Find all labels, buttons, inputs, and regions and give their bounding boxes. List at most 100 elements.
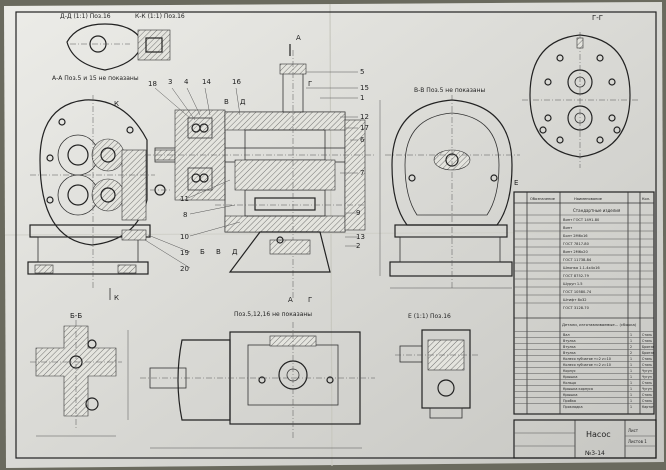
pos-12: 12 xyxy=(360,113,369,121)
pos-3: 3 xyxy=(168,78,172,86)
view-gg-label: Г-Г xyxy=(592,14,603,22)
drawing-frame xyxy=(15,11,657,459)
section-mark-g-top: Г xyxy=(308,80,312,88)
bom-part-qty: 1 xyxy=(630,399,632,403)
pos-1: 1 xyxy=(360,94,364,102)
view-vv-label: В-В Поз.5 не показаны xyxy=(414,87,486,94)
bom-part-material: Сталь xyxy=(642,339,652,343)
bom-part-qty: 1 xyxy=(630,405,632,409)
view-aa: А-А Поз.5 и 15 не показаны К К xyxy=(27,75,155,302)
bom-part-material: Картон xyxy=(642,405,654,409)
title-sheet: Лист xyxy=(628,428,639,433)
view-aa-label: А-А Поз.5 и 15 не показаны xyxy=(52,75,139,82)
bom-part-qty: 2 xyxy=(630,345,632,349)
pos-20: 20 xyxy=(180,265,189,273)
bom-standard-row: ГОСТ 11738-84 xyxy=(563,258,592,262)
bom-part-name: Крышка xyxy=(563,375,577,379)
bom-part-name: Пробка xyxy=(563,399,576,403)
bom-standard-row: ГОСТ 7817-80 xyxy=(563,242,590,246)
section-mark-e: Е xyxy=(514,179,518,187)
bom-part-name: Крышка корпуса xyxy=(563,387,593,391)
bom-part-qty: 1 xyxy=(630,369,632,373)
section-mark-a-top: А xyxy=(296,34,301,42)
view-bottom-center-label: Поз.5,12,16 не показаны xyxy=(234,311,312,318)
view-gg: Г-Г xyxy=(522,14,640,168)
bom-part-qty: 1 xyxy=(630,363,632,367)
pos-14: 14 xyxy=(202,78,211,86)
title-block: Насос №3-14 Лист Листов 1 xyxy=(513,419,657,459)
bom-part-name: Корпус xyxy=(563,369,576,373)
pos-5: 5 xyxy=(360,68,364,76)
pos-13: 13 xyxy=(356,233,365,241)
view-bb: Б-Б xyxy=(30,312,129,437)
bom-header-name: Наименование xyxy=(574,197,603,201)
view-ee: Е (1:1) Поз.16 xyxy=(395,313,480,419)
pos-4: 4 xyxy=(184,78,189,86)
title-name: Насос xyxy=(586,430,611,439)
pos-10: 10 xyxy=(180,233,189,241)
view-kk-label: К-К (1:1) Поз.16 xyxy=(135,13,185,20)
view-kk: К-К (1:1) Поз.16 xyxy=(135,13,185,61)
bom-header-designation: Обозначение xyxy=(530,197,556,201)
bom-part-qty: 1 xyxy=(630,381,632,385)
view-bottom-center: Поз.5,12,16 не показаны xyxy=(140,311,375,449)
bom-standard-row: Винт 2М6х20 xyxy=(563,250,588,254)
bom-standard-row: ГОСТ 8752-79 xyxy=(563,274,590,278)
bom-part-name: Втулка xyxy=(563,345,576,349)
title-doc-number: №3-14 xyxy=(585,450,605,457)
bom-part-qty: 1 xyxy=(630,375,632,379)
section-mark-k-bottom: К xyxy=(114,294,119,302)
bom-part-name: Колесо зубчатое т=2 z=10 xyxy=(563,357,611,361)
pos-19: 19 xyxy=(180,249,189,257)
pos-15: 15 xyxy=(360,84,369,92)
main-section: А А Г Б В Д В Д Г 18 3 4 14 16 5 15 xyxy=(144,34,375,304)
bom-section-standard: Стандартные изделия xyxy=(573,208,621,213)
bom-part-name: Втулка xyxy=(563,351,576,355)
section-mark-v-bottom: В xyxy=(216,248,221,256)
bom-standard-row: Шпонка 1.1-4х4х16 xyxy=(563,266,600,270)
pos-7: 7 xyxy=(360,169,364,177)
section-mark-a-bottom: А xyxy=(288,296,293,304)
bom-standard-row: Болт 2М6х16 xyxy=(563,234,588,238)
bom-part-material: Чугун xyxy=(642,375,652,379)
section-mark-k-top: К xyxy=(114,100,119,108)
view-bb-label: Б-Б xyxy=(70,312,82,320)
bom-part-name: Прокладка xyxy=(563,405,583,409)
bom-part-material: Чугун xyxy=(642,369,652,373)
pos-11: 11 xyxy=(180,195,189,203)
bom-part-material: Сталь xyxy=(642,393,652,397)
view-ee-label: Е (1:1) Поз.16 xyxy=(408,313,451,320)
view-vv: В-В Поз.5 не показаны xyxy=(379,87,520,290)
bom-header-qty: Кол. xyxy=(642,197,650,201)
pos-6: 6 xyxy=(360,136,365,144)
bom-part-name: Колесо зубчатое т=2 z=10 xyxy=(563,363,611,367)
bom-standard-row: ГОСТ 3128-70 xyxy=(563,306,590,310)
bom-part-name: Кольцо xyxy=(563,381,576,385)
pos-18: 18 xyxy=(148,80,157,88)
bom-part-material: Сталь xyxy=(642,357,652,361)
bom-standard-row: Штифт 8х32 xyxy=(563,298,587,302)
bom-part-material: Сталь xyxy=(642,399,652,403)
bom-part-qty: 1 xyxy=(630,387,632,391)
section-mark-d-bottom: Д xyxy=(232,248,238,256)
bom-part-qty: 1 xyxy=(630,339,632,343)
section-mark-b-mid: Б xyxy=(200,248,205,256)
pos-9: 9 xyxy=(356,209,360,217)
bom-part-qty: 1 xyxy=(630,393,632,397)
pos-16: 16 xyxy=(232,78,241,86)
bom-part-name: Вал xyxy=(563,333,570,337)
bom-standard-row: Винт ГОСТ 1491-80 xyxy=(563,218,600,222)
bom-table: Е Обозначение Наименование Кол. Стандарт… xyxy=(513,179,655,415)
bom-part-qty: 1 xyxy=(630,333,632,337)
pos-8: 8 xyxy=(183,211,187,219)
bom-section-parts: Детали, изготавливаемые... (сборка) xyxy=(562,322,637,327)
bom-part-name: Втулка xyxy=(563,339,576,343)
bom-standard-row: Винт xyxy=(563,226,572,230)
bom-part-material: Бронза xyxy=(642,345,654,349)
bom-standard-row: Шуруп 1.5 xyxy=(563,282,583,286)
bom-part-qty: 2 xyxy=(630,351,632,355)
section-mark-v-top: В xyxy=(224,98,229,106)
